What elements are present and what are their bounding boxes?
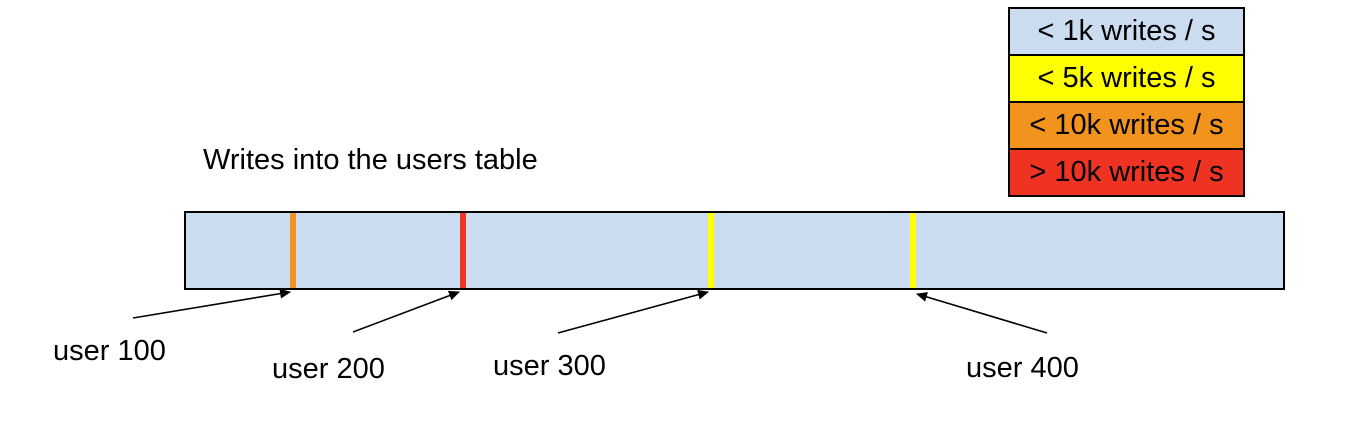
legend: < 1k writes / s < 5k writes / s < 10k wr…	[1008, 7, 1245, 197]
legend-item-under-5k-label: < 5k writes / s	[1037, 62, 1216, 94]
marker-user-200	[460, 213, 466, 288]
legend-item-under-1k-label: < 1k writes / s	[1037, 15, 1216, 47]
diagram-title: Writes into the users table	[203, 144, 538, 176]
users-table-bar	[184, 211, 1285, 290]
legend-item-under-5k: < 5k writes / s	[1010, 56, 1243, 103]
arrow-user-200	[352, 290, 460, 333]
legend-item-under-1k: < 1k writes / s	[1010, 9, 1243, 56]
legend-item-under-10k-label: < 10k writes / s	[1029, 109, 1224, 141]
arrow-user-300	[557, 289, 709, 334]
marker-user-400	[910, 213, 916, 288]
legend-item-over-10k-label: > 10k writes / s	[1029, 156, 1224, 188]
legend-item-under-10k: < 10k writes / s	[1010, 103, 1243, 150]
label-user-300: user 300	[493, 350, 606, 382]
label-user-100: user 100	[53, 335, 166, 367]
marker-user-100	[290, 213, 296, 288]
arrow-user-100	[132, 288, 291, 319]
marker-user-300	[708, 213, 714, 288]
arrow-user-400	[916, 292, 1048, 334]
legend-item-over-10k: > 10k writes / s	[1010, 150, 1243, 195]
label-user-400: user 400	[966, 352, 1079, 384]
label-user-200: user 200	[272, 353, 385, 385]
